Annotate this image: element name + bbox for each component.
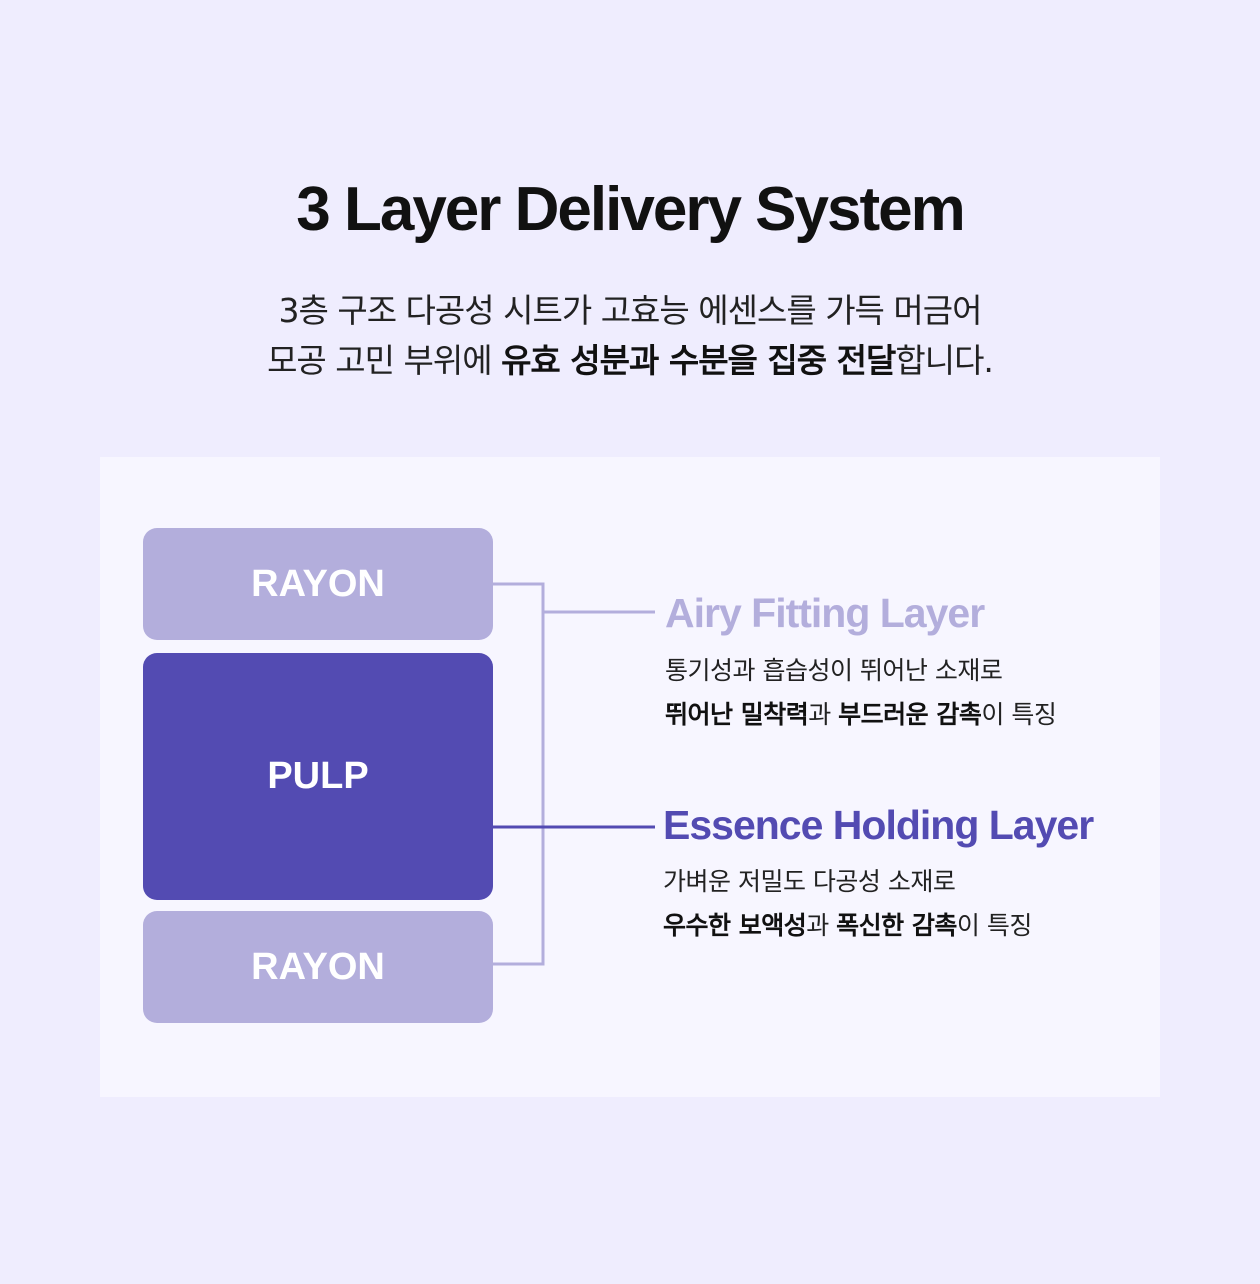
rayon-bracket-line	[493, 582, 545, 966]
airy-desc-line-2: 뛰어난 밀착력과 부드러운 감촉이 특징	[665, 693, 1057, 737]
airy-desc-emphasis-2: 부드러운 감촉	[838, 700, 982, 729]
airy-fitting-layer-description: 통기성과 흡습성이 뛰어난 소재로 뛰어난 밀착력과 부드러운 감촉이 특징	[665, 649, 1057, 737]
subtitle-line-2-end: 합니다.	[895, 341, 994, 380]
essence-desc-emphasis-1: 우수한 보액성	[663, 911, 807, 940]
airy-desc-join: 과	[808, 700, 839, 729]
subtitle-line-1: 3층 구조 다공성 시트가 고효능 에센스를 가득 머금어	[278, 291, 983, 330]
essence-desc-line-1: 가벼운 저밀도 다공성 소재로	[663, 867, 956, 896]
page-subtitle: 3층 구조 다공성 시트가 고효능 에센스를 가득 머금어 모공 고민 부위에 …	[0, 286, 1260, 386]
airy-desc-emphasis-1: 뛰어난 밀착력	[665, 700, 809, 729]
subtitle-line-2-emphasis: 유효 성분과 수분을 집중 전달	[501, 341, 896, 380]
subtitle-line-2: 모공 고민 부위에 유효 성분과 수분을 집중 전달합니다.	[0, 336, 1260, 386]
rayon-top-layer: RAYON	[143, 528, 493, 640]
airy-fitting-layer-title: Airy Fitting Layer	[665, 590, 985, 636]
pulp-label: PULP	[267, 755, 369, 797]
page-title: 3 Layer Delivery System	[296, 175, 965, 244]
airy-desc-line-1: 통기성과 흡습성이 뛰어난 소재로	[665, 656, 1003, 685]
essence-desc-join: 과	[806, 911, 837, 940]
essence-desc-emphasis-2: 폭신한 감촉	[836, 911, 957, 940]
rayon-bottom-layer: RAYON	[143, 911, 493, 1023]
essence-holding-layer-title: Essence Holding Layer	[663, 802, 1094, 848]
pulp-middle-layer: PULP	[143, 653, 493, 900]
rayon-bottom-label: RAYON	[251, 945, 385, 988]
essence-desc-end: 이 특징	[956, 911, 1032, 940]
airy-desc-end: 이 특징	[981, 700, 1057, 729]
essence-desc-line-2: 우수한 보액성과 폭신한 감촉이 특징	[663, 904, 1032, 948]
essence-holding-layer-description: 가벼운 저밀도 다공성 소재로 우수한 보액성과 폭신한 감촉이 특징	[663, 860, 1032, 948]
rayon-top-label: RAYON	[251, 562, 385, 605]
subtitle-line-2-start: 모공 고민 부위에	[267, 341, 502, 380]
